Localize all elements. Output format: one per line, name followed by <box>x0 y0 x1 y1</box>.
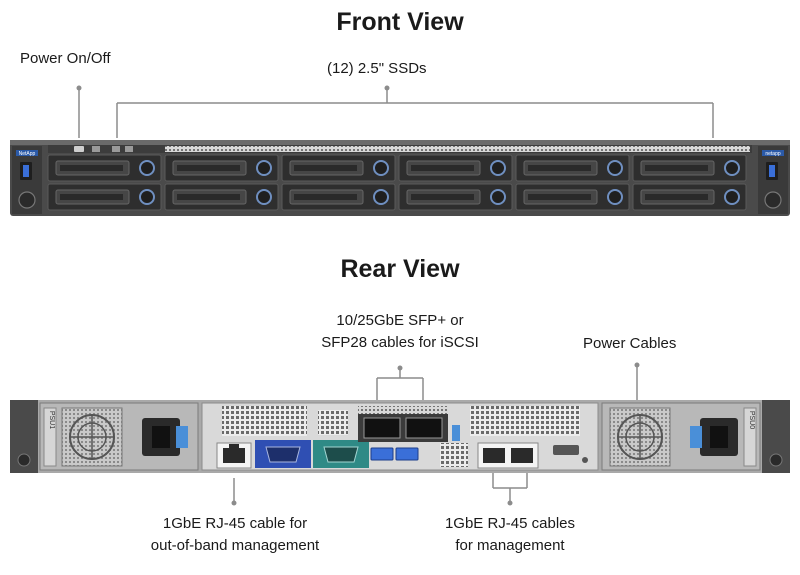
mgmt-rj45-port-2[interactable] <box>511 448 533 463</box>
psu0-release-tab[interactable] <box>690 426 702 448</box>
ssd-bay-5[interactable] <box>515 154 630 182</box>
id-led-icon <box>112 146 120 152</box>
front-view-title: Front View <box>336 8 464 36</box>
sfp-latch-tab[interactable] <box>452 425 460 441</box>
power-cables-label: Power Cables <box>583 335 677 352</box>
psu0: PSU0 <box>601 402 761 471</box>
rear-id-button-icon[interactable] <box>553 445 579 455</box>
oob-management-label: 1GbE RJ-45 cable for out-of-band managem… <box>150 515 320 554</box>
ssd-bay-led-icon <box>373 189 389 205</box>
rear-chassis: PSU1 PSU0 <box>10 400 790 473</box>
ssd-bay-led-icon <box>373 160 389 176</box>
sfp-port-2[interactable] <box>405 417 443 439</box>
ssd-bay-led-icon <box>139 189 155 205</box>
fault-led-icon <box>125 146 133 152</box>
rear-vent-right <box>470 406 580 436</box>
psu0-label: PSU0 <box>748 411 755 429</box>
ssd-bay-11[interactable] <box>515 183 630 211</box>
netapp-logo-left-text: NetApp <box>19 151 36 157</box>
ssd-bay-led-icon <box>256 160 272 176</box>
sfp-port-1[interactable] <box>363 417 401 439</box>
ssd-bay-10[interactable] <box>398 183 513 211</box>
ssd-bay-8[interactable] <box>164 183 279 211</box>
ssd-bay-12[interactable] <box>632 183 747 211</box>
rear-right-screw-icon <box>769 453 783 467</box>
ssd-bay-led-icon <box>139 160 155 176</box>
power-on-off-label: Power On/Off <box>20 50 111 67</box>
ssd-bay-led-icon <box>256 189 272 205</box>
ssd-bay-3[interactable] <box>281 154 396 182</box>
ssd-bay-1[interactable] <box>47 154 162 182</box>
sfp-callout-dot <box>397 365 403 371</box>
ssd-bay-led-icon <box>724 160 740 176</box>
psu1: PSU1 <box>39 402 199 471</box>
ssd-bay-9[interactable] <box>281 183 396 211</box>
ssd-bay-led-icon <box>490 160 506 176</box>
ssd-bay-led-icon <box>490 189 506 205</box>
rear-vent-small <box>440 443 468 467</box>
ssd-bay-4[interactable] <box>398 154 513 182</box>
ssd-bay-7[interactable] <box>47 183 162 211</box>
rear-vent-left <box>222 406 307 436</box>
psu1-label: PSU1 <box>48 411 55 429</box>
ssd-callout-dot <box>384 85 390 91</box>
rear-usb-port-2[interactable] <box>395 447 419 461</box>
front-callouts <box>78 88 714 138</box>
psu1-release-tab[interactable] <box>176 426 188 448</box>
rear-usb-port-1[interactable] <box>370 447 394 461</box>
rear-view-title: Rear View <box>340 255 460 283</box>
ssd-bay-6[interactable] <box>632 154 747 182</box>
ssd-bay-led-icon <box>724 189 740 205</box>
power-callout-dot <box>76 85 82 91</box>
ssd-bay-led-icon <box>607 189 623 205</box>
rear-callouts <box>233 365 638 503</box>
ssd-bay-led-icon <box>607 160 623 176</box>
power-cables-callout-dot <box>634 362 640 368</box>
management-cables-label: 1GbE RJ-45 cables for management <box>444 515 576 554</box>
thumbscrew-icon <box>18 191 36 209</box>
thumbscrew-icon-right <box>764 191 782 209</box>
mgmt-rj45-port-1[interactable] <box>483 448 505 463</box>
netapp-logo-left <box>16 150 38 156</box>
status-led-icon <box>92 146 100 152</box>
rear-left-screw-icon <box>17 453 31 467</box>
front-vent <box>165 146 750 152</box>
netapp-logo-right-text: netapp <box>765 151 781 157</box>
sfp-cables-label: 10/25GbE SFP+ or SFP28 cables for iSCSI <box>321 312 479 351</box>
ssd-label: (12) 2.5" SSDs <box>327 60 427 77</box>
ssd-bays <box>47 154 747 211</box>
oob-callout-dot <box>231 500 237 506</box>
mgmt-callout-dot <box>507 500 513 506</box>
power-button-icon[interactable] <box>74 146 84 152</box>
ssd-bay-2[interactable] <box>164 154 279 182</box>
